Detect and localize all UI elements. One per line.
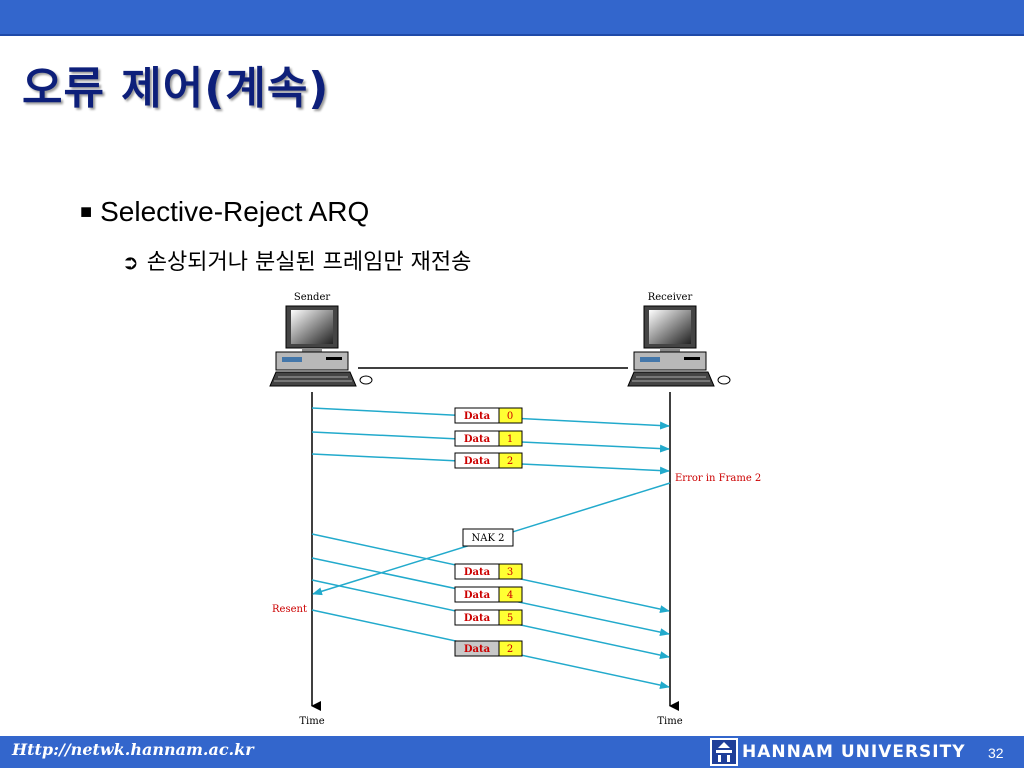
frame-number: 2: [507, 644, 513, 655]
frame-label: Data: [464, 456, 491, 467]
hannam-logo-icon: [710, 738, 738, 766]
receiver-label: Receiver: [648, 292, 693, 303]
frame-number: 1: [507, 434, 513, 445]
frame-number: 0: [507, 411, 513, 422]
bullet-text: Selective-Reject ARQ: [100, 196, 370, 227]
frame-label: Data: [464, 411, 491, 422]
sender-label: Sender: [294, 292, 331, 303]
page-number: 32: [988, 745, 1004, 761]
error-annotation: Error in Frame 2: [675, 473, 761, 484]
time-label-receiver: Time: [657, 716, 682, 727]
footer-url: Http://netwk.hannam.ac.kr: [12, 740, 254, 759]
frame-label: Data: [464, 644, 491, 655]
frame-label: Data: [464, 434, 491, 445]
time-label-sender: Time: [299, 716, 324, 727]
frame-number: 5: [507, 613, 513, 624]
frame-box-1: Data 1: [454, 430, 523, 447]
frame-box-0: Data 0: [454, 407, 523, 424]
bullet-level-2: ➲ 손상되거나 분실된 프레임만 재전송: [122, 244, 471, 276]
frame-label: Data: [464, 590, 491, 601]
arrow-bullet-icon: ➲: [122, 250, 139, 274]
bullet-level-1: ■ Selective-Reject ARQ: [80, 196, 369, 228]
nak-box: NAK 2: [462, 528, 514, 547]
bullet-text: 손상되거나 분실된 프레임만 재전송: [146, 250, 472, 275]
slide-title: 오류 제어(계속): [22, 63, 330, 114]
selective-reject-arq-diagram: Sender Receiver Time Time: [269, 292, 761, 727]
square-bullet-icon: ■: [80, 201, 93, 223]
frame-number: 2: [507, 456, 513, 467]
resent-annotation: Resent: [272, 604, 307, 615]
frame-box-2: Data 2: [454, 452, 523, 469]
frame-box-3: Data 3: [454, 563, 523, 580]
university-name: HANNAM UNIVERSITY: [742, 742, 966, 762]
sender-computer-icon: Sender: [269, 292, 373, 387]
frame-number: 4: [507, 590, 513, 601]
receiver-computer-icon: Receiver: [627, 292, 731, 387]
frame-box-4: Data 4: [454, 586, 523, 603]
header-divider: [0, 34, 1024, 36]
footer-bar: [0, 736, 1024, 768]
frame-box-5: Data 5: [454, 609, 523, 626]
header-bar: [0, 0, 1024, 34]
frame-number: 3: [507, 567, 513, 578]
frame-box-resent: Data 2: [454, 640, 523, 657]
frame-label: Data: [464, 567, 491, 578]
nak-label: NAK 2: [472, 533, 505, 544]
frame-label: Data: [464, 613, 491, 624]
